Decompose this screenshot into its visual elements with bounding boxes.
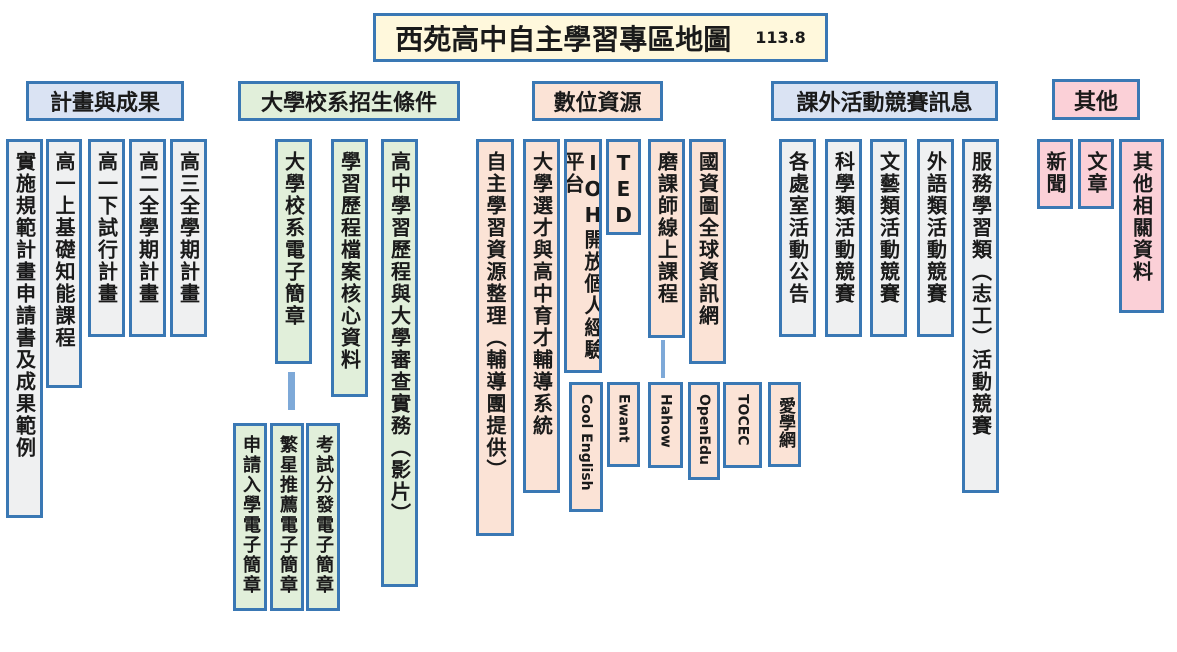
- digital-connector: [661, 340, 665, 378]
- platform-item[interactable]: Hahow: [648, 382, 683, 468]
- digital-ncl-label: 國資圖全球資訊網: [695, 151, 720, 327]
- digital-ted-label: TED: [611, 151, 636, 229]
- activity-item-label: 服務學習類（志工）活動競賽: [968, 151, 993, 437]
- platform-item[interactable]: Cool English: [569, 382, 603, 512]
- title-text: 西苑高中自主學習專區地圖: [395, 22, 732, 56]
- digital-online-course[interactable]: 磨課師線上課程: [648, 139, 685, 338]
- category-plan[interactable]: 計畫與成果: [26, 81, 184, 121]
- other-item[interactable]: 文章: [1078, 139, 1114, 209]
- platform-label: Ewant: [615, 394, 632, 443]
- digital-ioh-label: IOH開放個人經驗平台: [564, 151, 602, 361]
- digital-self-study[interactable]: 自主學習資源整理（輔導團提供）: [476, 139, 514, 536]
- admission-sub-label: 考試分發電子簡章: [313, 435, 334, 595]
- plan-item[interactable]: 高三全學期計畫: [170, 139, 207, 337]
- category-admission-label: 大學校系招生條件: [260, 91, 437, 116]
- category-digital[interactable]: 數位資源: [532, 81, 663, 121]
- admission-review-label: 高中學習歷程與大學審查實務（影片）: [387, 151, 412, 525]
- digital-self-study-label: 自主學習資源整理（輔導團提供）: [483, 151, 507, 481]
- activity-item[interactable]: 服務學習類（志工）活動競賽: [962, 139, 999, 493]
- activity-item-label: 文藝類活動競賽: [876, 151, 901, 305]
- plan-item-label: 高三全學期計畫: [176, 151, 201, 305]
- admission-portfolio[interactable]: 學習歷程檔案核心資料: [331, 139, 368, 397]
- platform-label: Cool English: [578, 394, 594, 491]
- map-title: 西苑高中自主學習專區地圖 113.8: [373, 13, 828, 62]
- plan-item-label: 高二全學期計畫: [135, 151, 160, 305]
- activity-item[interactable]: 外語類活動競賽: [917, 139, 954, 337]
- category-activities[interactable]: 課外活動競賽訊息: [771, 81, 998, 121]
- plan-item[interactable]: 高一上基礎知能課程: [46, 139, 82, 388]
- admission-connector: [288, 372, 295, 410]
- platform-label: TOCEC: [734, 394, 751, 446]
- category-digital-label: 數位資源: [553, 91, 642, 116]
- plan-item[interactable]: 高二全學期計畫: [129, 139, 166, 337]
- platform-item[interactable]: 愛學網: [768, 382, 801, 467]
- admission-sub-item[interactable]: 申請入學電子簡章: [233, 423, 267, 611]
- activity-item-label: 各處室活動公告: [785, 151, 810, 305]
- plan-item-label: 實施規範計畫申請書及成果範例: [12, 151, 37, 459]
- digital-ted[interactable]: TED: [606, 139, 641, 235]
- activity-item-label: 科學類活動競賽: [831, 151, 856, 305]
- admission-brochure-label: 大學校系電子簡章: [281, 151, 306, 327]
- digital-ncl[interactable]: 國資圖全球資訊網: [689, 139, 726, 364]
- admission-portfolio-label: 學習歷程檔案核心資料: [337, 151, 362, 371]
- other-item-label: 文章: [1084, 151, 1108, 195]
- other-item[interactable]: 新聞: [1037, 139, 1073, 209]
- platform-label: 愛學網: [775, 397, 795, 448]
- plan-item-label: 高一下試行計畫: [94, 151, 119, 305]
- digital-university-label: 大學選才與高中育才輔導系統: [529, 151, 554, 437]
- platform-label: OpenEdu: [696, 394, 712, 465]
- category-other-label: 其他: [1073, 89, 1118, 115]
- activity-item[interactable]: 文藝類活動競賽: [870, 139, 907, 337]
- activity-item[interactable]: 各處室活動公告: [779, 139, 816, 337]
- digital-online-course-label: 磨課師線上課程: [654, 151, 679, 305]
- other-item[interactable]: 其他相關資料: [1119, 139, 1164, 313]
- platform-item[interactable]: OpenEdu: [688, 382, 720, 480]
- platform-item[interactable]: Ewant: [607, 382, 640, 467]
- admission-sub-label: 申請入學電子簡章: [240, 435, 261, 595]
- category-activities-label: 課外活動競賽訊息: [796, 91, 973, 116]
- other-item-label: 其他相關資料: [1129, 151, 1154, 283]
- platform-label: Hahow: [657, 394, 674, 448]
- admission-brochure[interactable]: 大學校系電子簡章: [275, 139, 312, 364]
- admission-sub-label: 繁星推薦電子簡章: [277, 435, 298, 595]
- digital-university[interactable]: 大學選才與高中育才輔導系統: [523, 139, 560, 493]
- other-item-label: 新聞: [1043, 151, 1067, 195]
- admission-sub-item[interactable]: 考試分發電子簡章: [306, 423, 340, 611]
- admission-sub-item[interactable]: 繁星推薦電子簡章: [270, 423, 304, 611]
- plan-item[interactable]: 高一下試行計畫: [88, 139, 125, 337]
- category-other[interactable]: 其他: [1052, 79, 1140, 120]
- category-plan-label: 計畫與成果: [49, 91, 160, 116]
- digital-ioh[interactable]: IOH開放個人經驗平台: [564, 139, 602, 373]
- version-label: 113.8: [755, 28, 806, 47]
- platform-item[interactable]: TOCEC: [723, 382, 762, 468]
- admission-review[interactable]: 高中學習歷程與大學審查實務（影片）: [381, 139, 418, 587]
- plan-item-label: 高一上基礎知能課程: [52, 151, 76, 349]
- category-admission[interactable]: 大學校系招生條件: [238, 81, 460, 121]
- activity-item[interactable]: 科學類活動競賽: [825, 139, 862, 337]
- plan-item[interactable]: 實施規範計畫申請書及成果範例: [6, 139, 43, 518]
- activity-item-label: 外語類活動競賽: [923, 151, 948, 305]
